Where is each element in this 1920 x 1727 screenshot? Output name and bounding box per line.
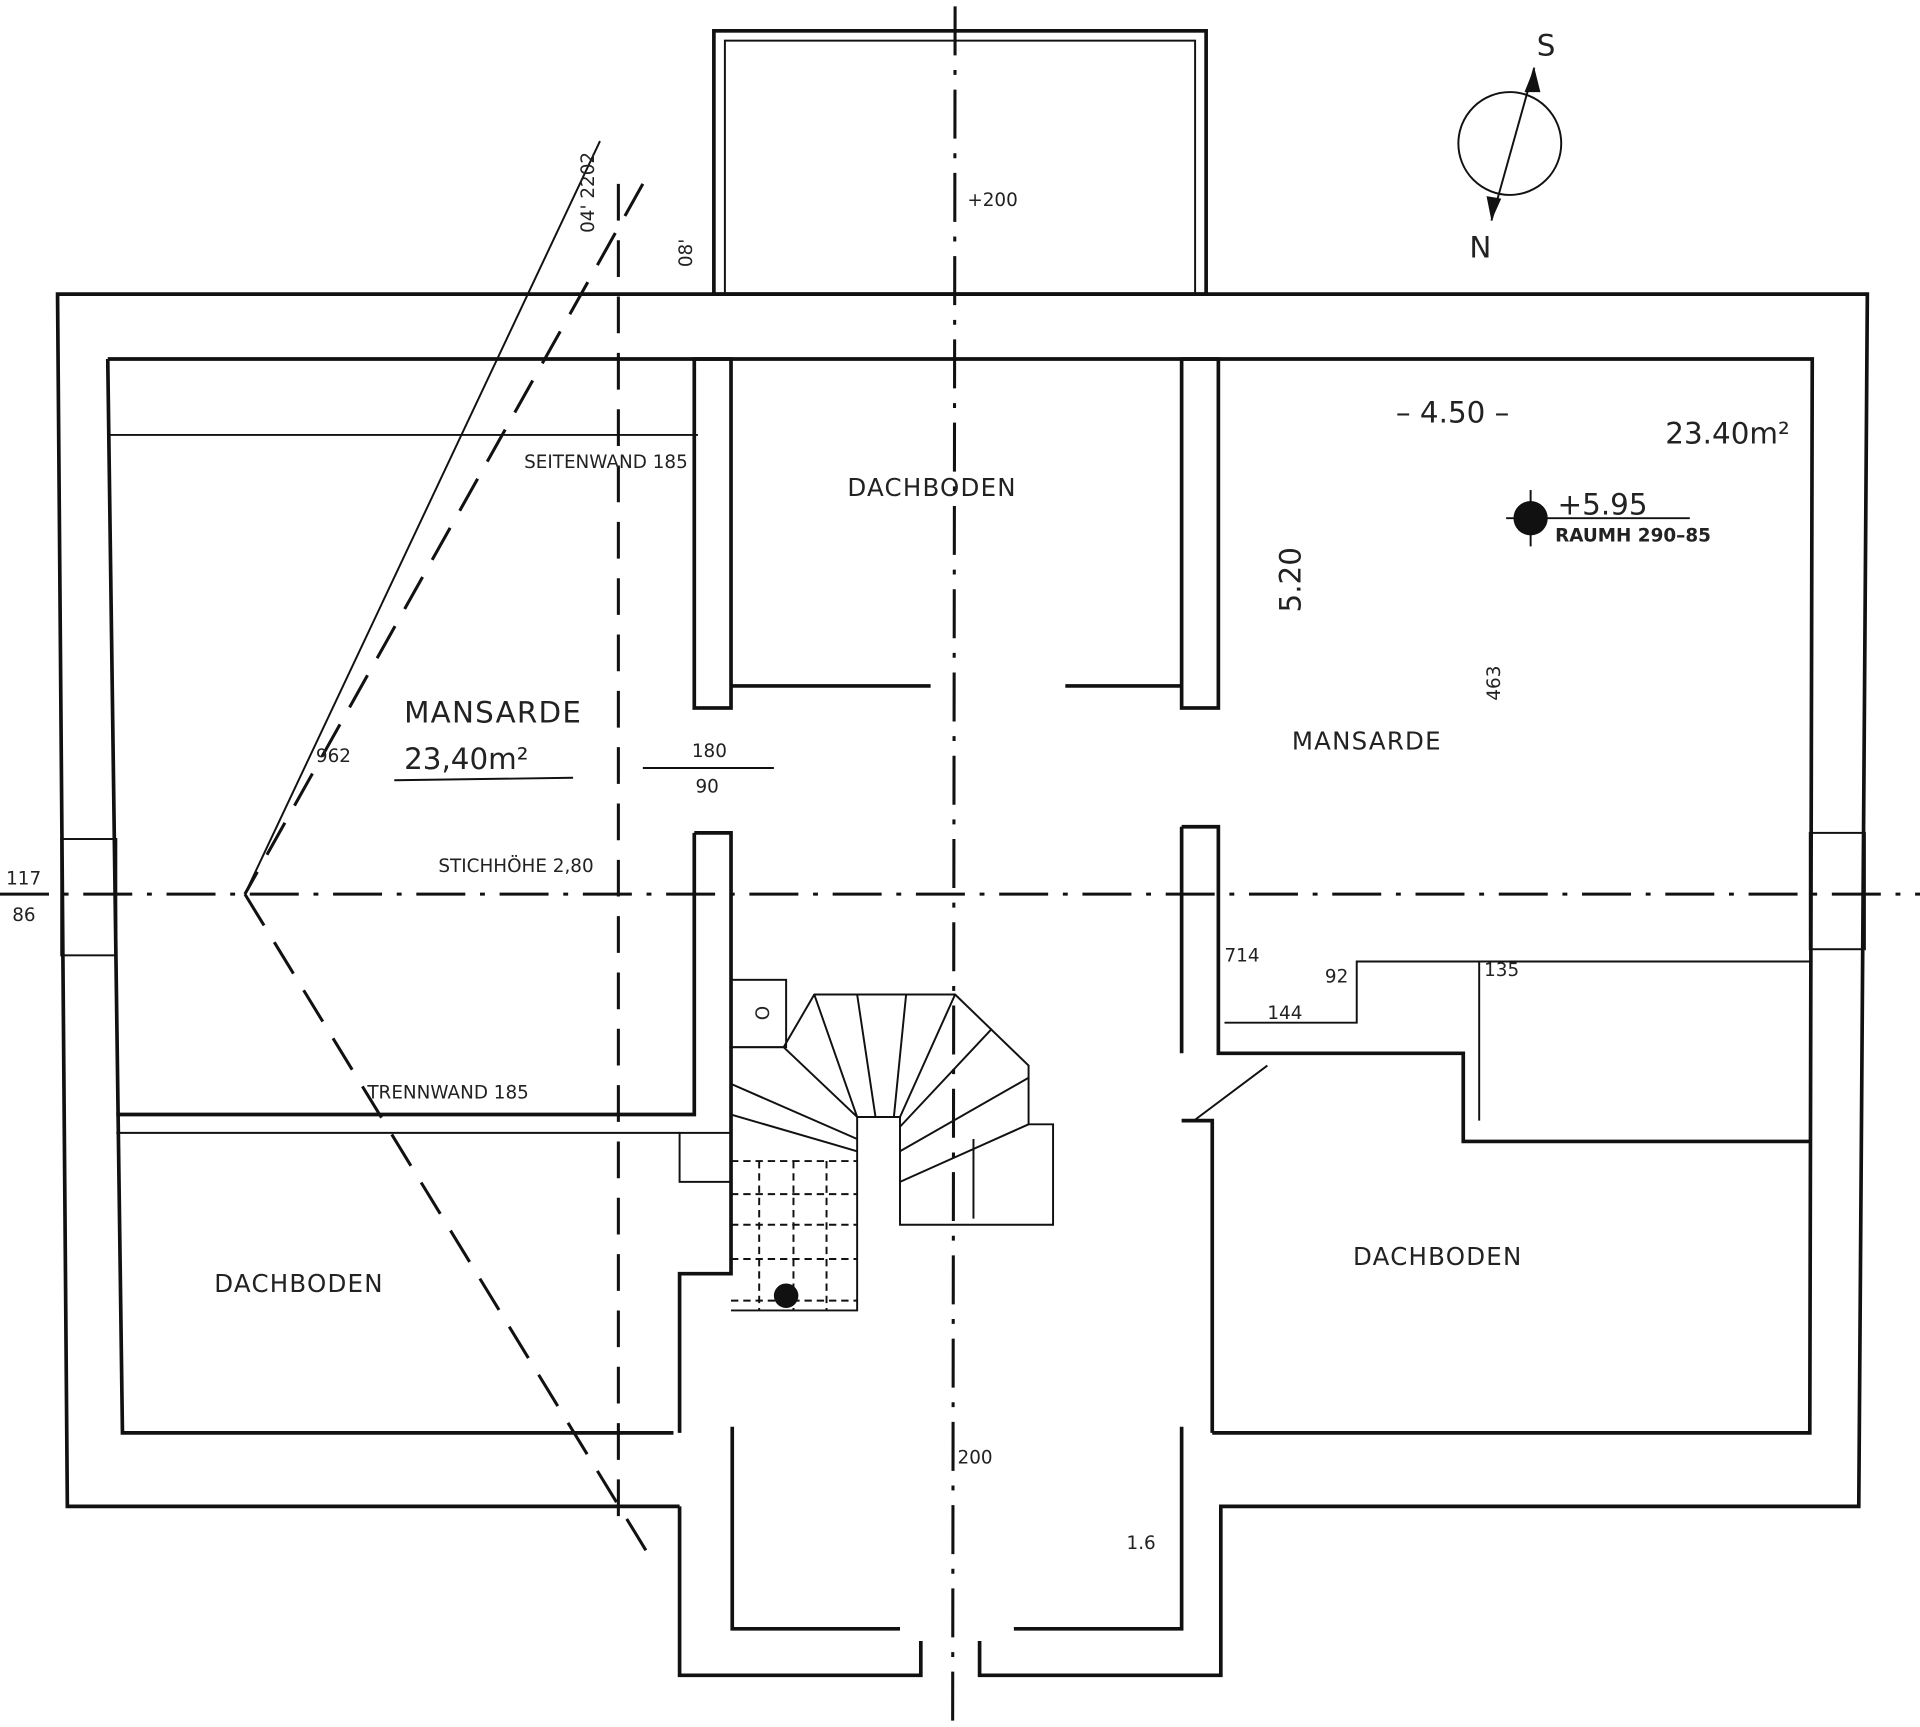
window-size-top: 117 <box>6 868 41 889</box>
compass-north: N <box>1469 230 1491 264</box>
partition-wall-label: TRENNWAND 185 <box>366 1083 528 1104</box>
door-size-bottom: 90 <box>696 776 719 797</box>
staircase <box>678 978 1055 1312</box>
level-marker-icon <box>1506 490 1690 547</box>
room-area-right: 23.40m² <box>1665 417 1790 451</box>
room-label-bottom-right-attic: DACHBODEN <box>1353 1242 1522 1271</box>
compass-icon: S N <box>1457 28 1563 264</box>
left-small-dim: 962 <box>316 746 351 767</box>
ridge-height-label: STICHHÖHE 2,80 <box>438 855 593 877</box>
axis-lines <box>0 6 1920 1721</box>
level-value: +5.95 <box>1558 488 1648 522</box>
room-label-bottom-left-attic: DACHBODEN <box>214 1269 383 1298</box>
stair-mark: O <box>753 1006 774 1020</box>
step-dim-c: 714 <box>1224 945 1259 966</box>
room-label-right-mansard: MANSARDE <box>1292 727 1442 756</box>
step-dim-d: 144 <box>1267 1003 1302 1024</box>
room-area-left: 23,40m² <box>404 742 529 776</box>
side-wall-label: SEITENWAND 185 <box>524 452 688 473</box>
step-dim-b: 135 <box>1484 960 1519 981</box>
diagonal-mark: 08' <box>676 239 697 267</box>
window-size-bottom: 86 <box>12 905 35 926</box>
room-label-left-mansard: MANSARDE <box>404 696 582 730</box>
hall-level: 200 <box>958 1448 993 1469</box>
inner-walls <box>116 357 1813 1631</box>
step-dim-a: 92 <box>1325 966 1348 987</box>
room-label-top-attic: DACHBODEN <box>847 473 1016 502</box>
compass-south: S <box>1537 28 1556 62</box>
diagonal-label: 04' 2202 <box>578 152 599 233</box>
depth-dimension: 5.20 <box>1273 547 1307 612</box>
right-small-dim: 463 <box>1484 666 1505 701</box>
annex-level: +200 <box>967 190 1017 211</box>
door-size-top: 180 <box>692 741 727 762</box>
outer-walls <box>55 29 1870 1678</box>
hall-small-dim: 1.6 <box>1127 1533 1156 1554</box>
room-height: RAUMH 290–85 <box>1555 525 1711 546</box>
width-dimension: – 4.50 – <box>1396 396 1509 430</box>
